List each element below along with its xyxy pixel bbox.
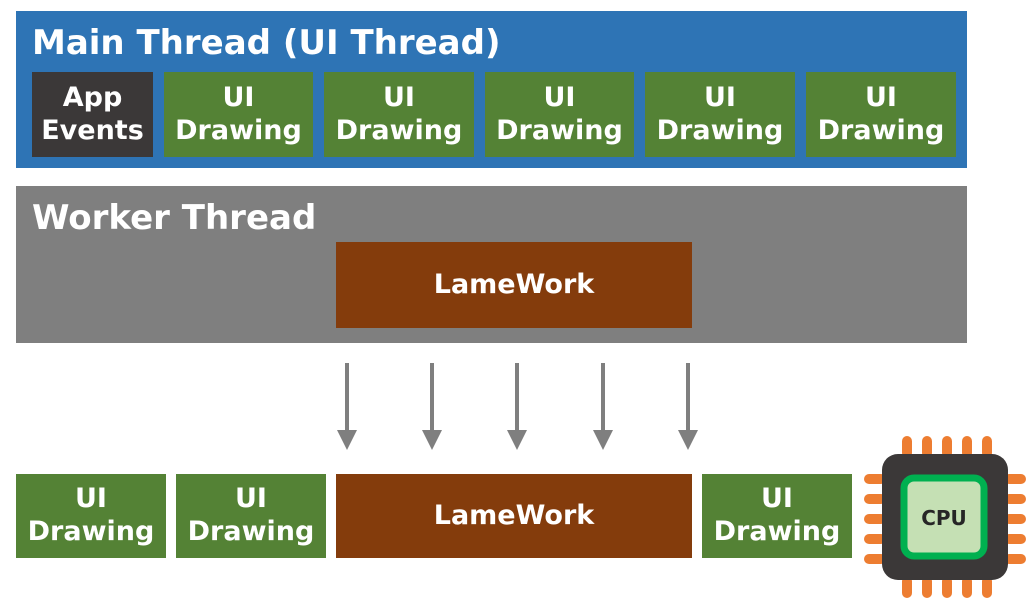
cpu-icon: CPU (864, 436, 1026, 598)
timeline-lamework-block: LameWork (336, 474, 692, 558)
main-ui-drawing-block: UI Drawing (645, 72, 795, 157)
timeline-ui-drawing-block: UI Drawing (702, 474, 852, 558)
main-ui-drawing-block: UI Drawing (324, 72, 474, 157)
cpu-core (900, 474, 988, 560)
ui-drawing-label: UI Drawing (175, 81, 302, 146)
cpu-label: CPU (921, 506, 967, 530)
worker-thread-title: Worker Thread (32, 198, 317, 238)
timeline-ui-drawing-block: UI Drawing (16, 474, 166, 558)
lamework-label: LameWork (433, 268, 595, 300)
ui-drawing-label: UI Drawing (187, 483, 315, 547)
ui-drawing-label: UI Drawing (817, 81, 945, 146)
ui-drawing-label: UI Drawing (335, 81, 463, 146)
ui-drawing-label: UI Drawing (496, 81, 623, 146)
ui-drawing-label: UI Drawing (713, 483, 841, 547)
cpu-pins (864, 436, 1026, 598)
worker-lamework-block: LameWork (336, 242, 692, 328)
main-ui-drawing-block: UI Drawing (164, 72, 313, 157)
app-events-label: App Events (41, 81, 144, 146)
main-ui-drawing-block: UI Drawing (485, 72, 634, 157)
ui-drawing-label: UI Drawing (27, 483, 155, 547)
main-thread-title: Main Thread (UI Thread) (32, 23, 501, 63)
ui-drawing-label: UI Drawing (656, 81, 784, 146)
timeline-ui-drawing-block: UI Drawing (176, 474, 326, 558)
app-events-block: App Events (32, 72, 153, 157)
lamework-label: LameWork (433, 499, 595, 531)
main-ui-drawing-block: UI Drawing (806, 72, 956, 157)
